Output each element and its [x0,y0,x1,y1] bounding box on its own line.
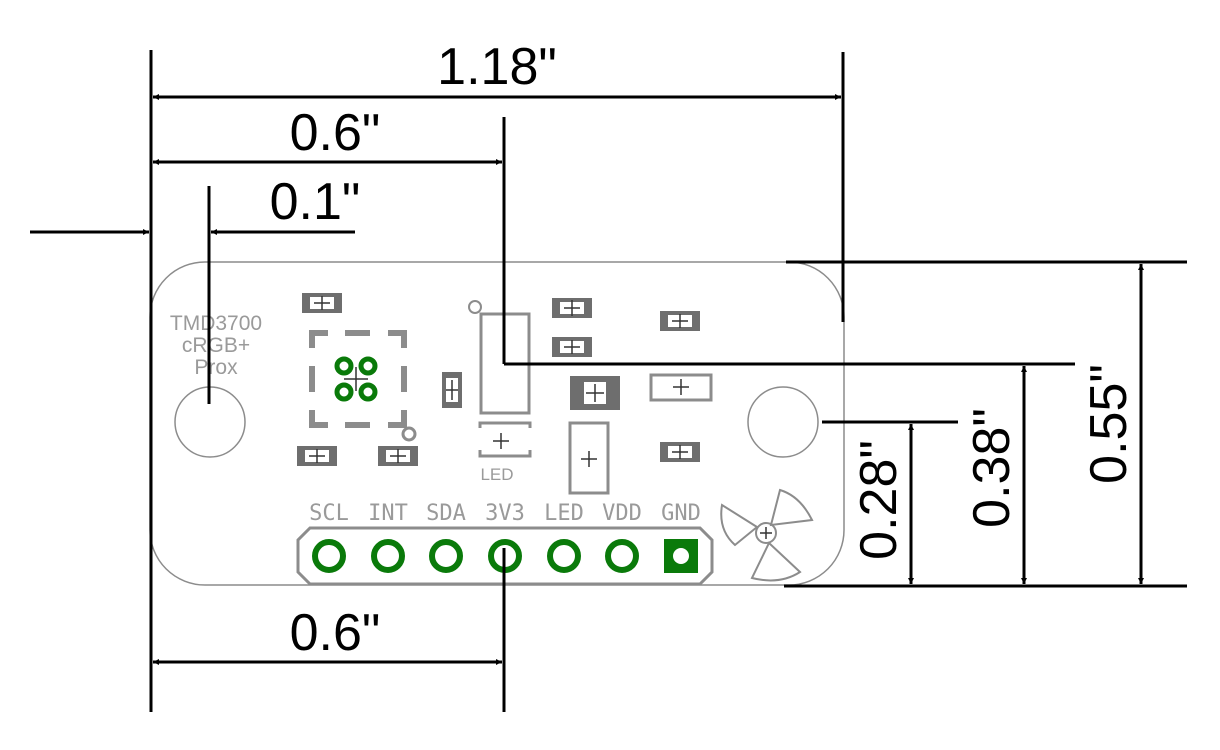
dim-label-hole-offset: 0.1" [270,173,361,231]
pin-label-vdd: VDD [602,501,642,526]
header-pin-gnd [664,539,698,573]
cap-outline-vertical [568,421,610,495]
dim-label-total-height: 0.55" [1080,364,1138,484]
smd-pad [552,298,592,318]
smd-pad [660,311,700,331]
part-desc-label-1: cRGB+ [182,334,250,357]
header-pin-led [547,539,581,573]
part-name-label: TMD3700 [170,312,262,335]
sensor-footprint [309,330,417,442]
dim-label-total-width: 1.18" [437,38,557,96]
sensor-via [358,382,378,402]
dim-label-hole-height: 0.28" [850,440,908,560]
pin-label-int: INT [368,501,408,526]
dim-label-center-top: 0.6" [290,104,381,162]
smd-pad [552,337,592,357]
smd-pad [442,372,462,408]
smd-components: LED [297,293,713,495]
pin1-marker [401,426,417,442]
sensor-via [334,382,354,402]
dimension-lines [149,50,1187,712]
dimension-arrows [30,94,1144,665]
pin-label-3v3: 3V3 [485,501,525,526]
smd-pad [302,293,342,313]
pin-label-scl: SCL [309,501,349,526]
smd-pad [378,446,418,466]
header-pin-sda [429,539,463,573]
pin-label-sda: SDA [426,501,466,526]
mounting-hole-right [747,386,819,458]
header-pin-scl [312,539,346,573]
smd-pad [660,442,700,462]
smd-pad [297,446,337,466]
led-footprint [478,421,532,458]
cap-outline [649,373,713,402]
led-silk-label: LED [480,465,513,484]
pin-label-gnd: GND [661,501,701,526]
dim-label-center-bottom: 0.6" [290,604,381,662]
header-outline [296,526,714,586]
ic-outline [468,300,531,415]
dim-label-center-height: 0.38" [963,408,1021,528]
fiducial-logo-icon [720,488,814,582]
smd-pad [570,376,620,410]
pin-labels: SCL INT SDA 3V3 LED VDD GND [309,501,701,526]
sensor-via [358,356,378,376]
sensor-via [334,356,354,376]
header-pin-vdd [605,539,639,573]
pin-label-led: LED [544,501,584,526]
header-pin-int [371,539,405,573]
header-pins [312,539,698,573]
part-desc-label-2: Prox [194,356,238,379]
